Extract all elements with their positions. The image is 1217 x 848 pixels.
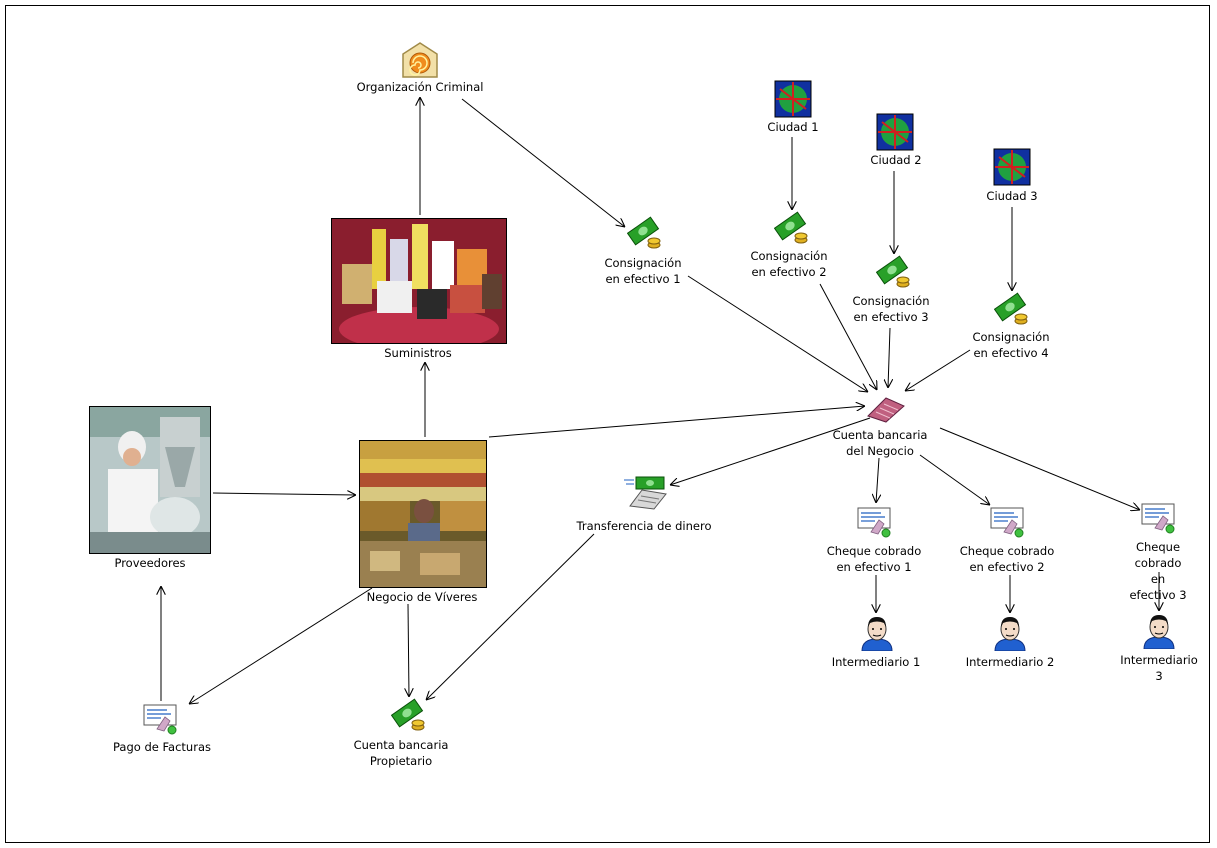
diagram-frame: [5, 5, 1210, 843]
person-icon: [861, 617, 893, 651]
edge-org-to-cons1: [461, 98, 625, 227]
edge-cons2-to-cuenta_neg: [819, 283, 877, 390]
money-icon: [774, 211, 808, 244]
check-icon: [143, 704, 177, 735]
factory-worker-photo: [89, 406, 211, 554]
edge-cuenta_neg-to-cheque3: [939, 427, 1140, 510]
node-negocio-label: Negocio de Víveres: [366, 590, 478, 604]
node-cuenta-neg-label: Cuenta bancaria del Negocio: [832, 428, 928, 458]
node-pago-label: Pago de Facturas: [113, 740, 211, 754]
node-cheque1-label: Cheque cobrado en efectivo 1: [826, 544, 922, 574]
node-int1-label: Intermediario 1: [831, 655, 921, 669]
edge-negocio-to-cuenta_prop: [408, 603, 409, 697]
node-ciudad1-label: Ciudad 1: [767, 120, 819, 134]
edge-negocio-to-cuenta_neg: [488, 406, 865, 438]
node-suministros-label: Suministros: [384, 346, 452, 360]
grocery-store-photo: [359, 440, 487, 588]
edge-cuenta_neg-to-cheque1: [876, 457, 879, 503]
money-icon: [627, 216, 661, 249]
node-cuenta-prop-label: Cuenta bancaria Propietario: [353, 738, 449, 768]
edge-cons4-to-cuenta_neg: [905, 349, 971, 391]
groceries-photo: [331, 218, 507, 344]
node-cons2-label: Consignación en efectivo 2: [750, 249, 828, 279]
node-cheque3-label: Cheque cobrado en efectivo 3: [1129, 540, 1187, 602]
edge-cuenta_neg-to-cheque2: [919, 454, 990, 505]
organization-icon: [402, 42, 438, 78]
edge-transferencia-to-cuenta_prop: [426, 533, 595, 700]
edge-negocio-to-pago: [189, 587, 373, 704]
edge-cuenta_neg-to-transferencia: [670, 417, 871, 485]
node-ciudad2-label: Ciudad 2: [870, 153, 922, 167]
bank-account-icon: [867, 397, 905, 423]
node-int3-label: Intermediario 3: [1120, 653, 1198, 683]
node-org-label: Organización Criminal: [356, 80, 484, 94]
node-int2-label: Intermediario 2: [965, 655, 1055, 669]
person-icon: [994, 617, 1026, 651]
node-cons1-label: Consignación en efectivo 1: [604, 256, 682, 286]
node-proveedores-label: Proveedores: [114, 556, 186, 570]
city-map-icon: [774, 80, 812, 118]
city-map-icon: [993, 148, 1031, 186]
edge-proveedores-to-negocio: [212, 493, 356, 495]
node-cons4-label: Consignación en efectivo 4: [972, 330, 1050, 360]
check-icon: [1141, 503, 1175, 534]
edge-cons1-to-cuenta_neg: [687, 275, 868, 392]
money-icon: [876, 255, 910, 288]
money-icon: [994, 292, 1028, 325]
check-icon: [857, 507, 891, 538]
node-ciudad3-label: Ciudad 3: [986, 189, 1038, 203]
check-icon: [990, 507, 1024, 538]
node-cons3-label: Consignación en efectivo 3: [852, 294, 930, 324]
person-icon: [1143, 615, 1175, 649]
money-icon: [391, 698, 425, 731]
city-map-icon: [876, 113, 914, 151]
node-transferencia-label: Transferencia de dinero: [576, 519, 712, 533]
edge-cons3-to-cuenta_neg: [888, 327, 890, 388]
wire-transfer-icon: [624, 476, 667, 510]
node-cheque2-label: Cheque cobrado en efectivo 2: [959, 544, 1055, 574]
